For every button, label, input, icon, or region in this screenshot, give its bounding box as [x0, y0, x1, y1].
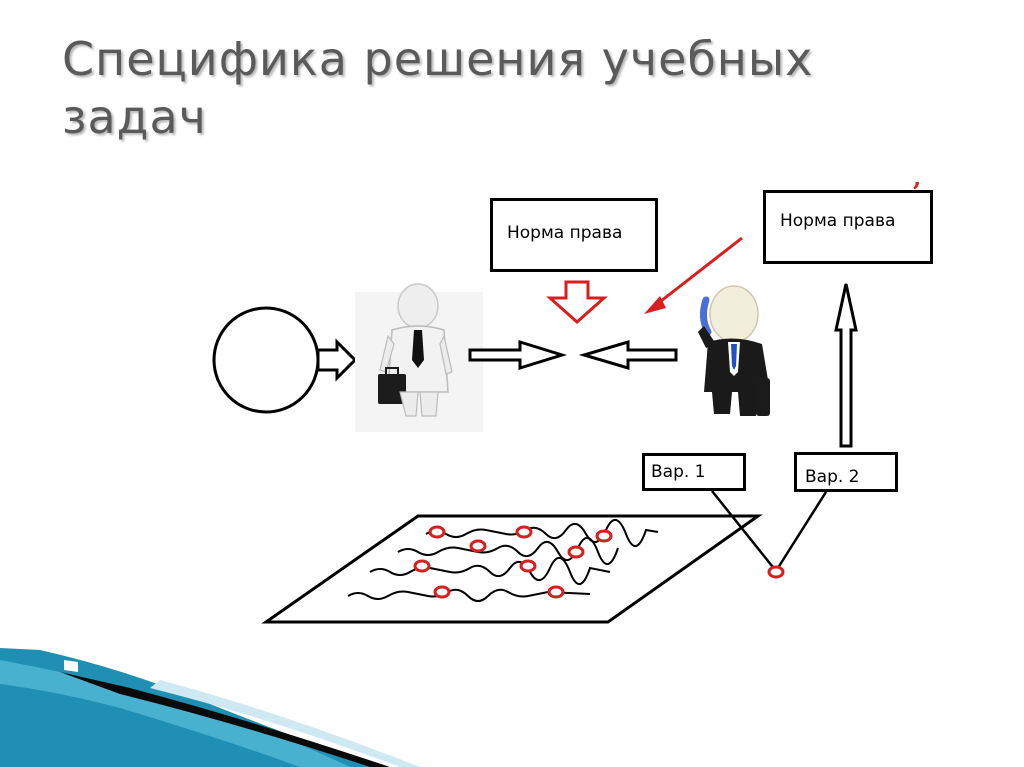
start-circle — [214, 308, 318, 412]
norm-box-left-label: Норма права — [507, 223, 622, 243]
decorative-swoosh — [0, 648, 420, 767]
highlight-mark — [430, 527, 444, 537]
person-right-figure — [698, 286, 770, 416]
highlight-mark — [415, 561, 429, 571]
highlight-mark — [517, 527, 531, 537]
variant-2-label: Вар. 2 — [805, 467, 860, 487]
norm-box-left: Норма права — [490, 198, 658, 272]
norm-box-right: Норма права — [763, 190, 933, 264]
variant-1-label: Вар. 1 — [651, 462, 706, 482]
norm-box-right-mark: ’ — [912, 178, 921, 208]
norm-box-right-label: Норма права — [780, 211, 895, 231]
variant-junction-mark — [769, 567, 783, 577]
highlight-mark — [549, 587, 563, 597]
highlight-mark — [597, 531, 611, 541]
circle-arrow — [318, 342, 355, 378]
red-down-arrow — [550, 282, 604, 322]
highlight-mark — [435, 587, 449, 597]
highlight-mark — [569, 547, 583, 557]
document-sheet — [266, 516, 758, 622]
variant-1-box: Вар. 1 — [642, 453, 746, 491]
highlight-mark — [521, 561, 535, 571]
variant-2-box: Вар. 2 — [794, 452, 898, 492]
arrow-right-converging — [470, 342, 562, 368]
arrow-up-to-norm — [836, 284, 856, 446]
arrow-left-converging — [584, 342, 676, 368]
person-left-figure — [355, 284, 483, 432]
highlight-mark — [471, 541, 485, 551]
